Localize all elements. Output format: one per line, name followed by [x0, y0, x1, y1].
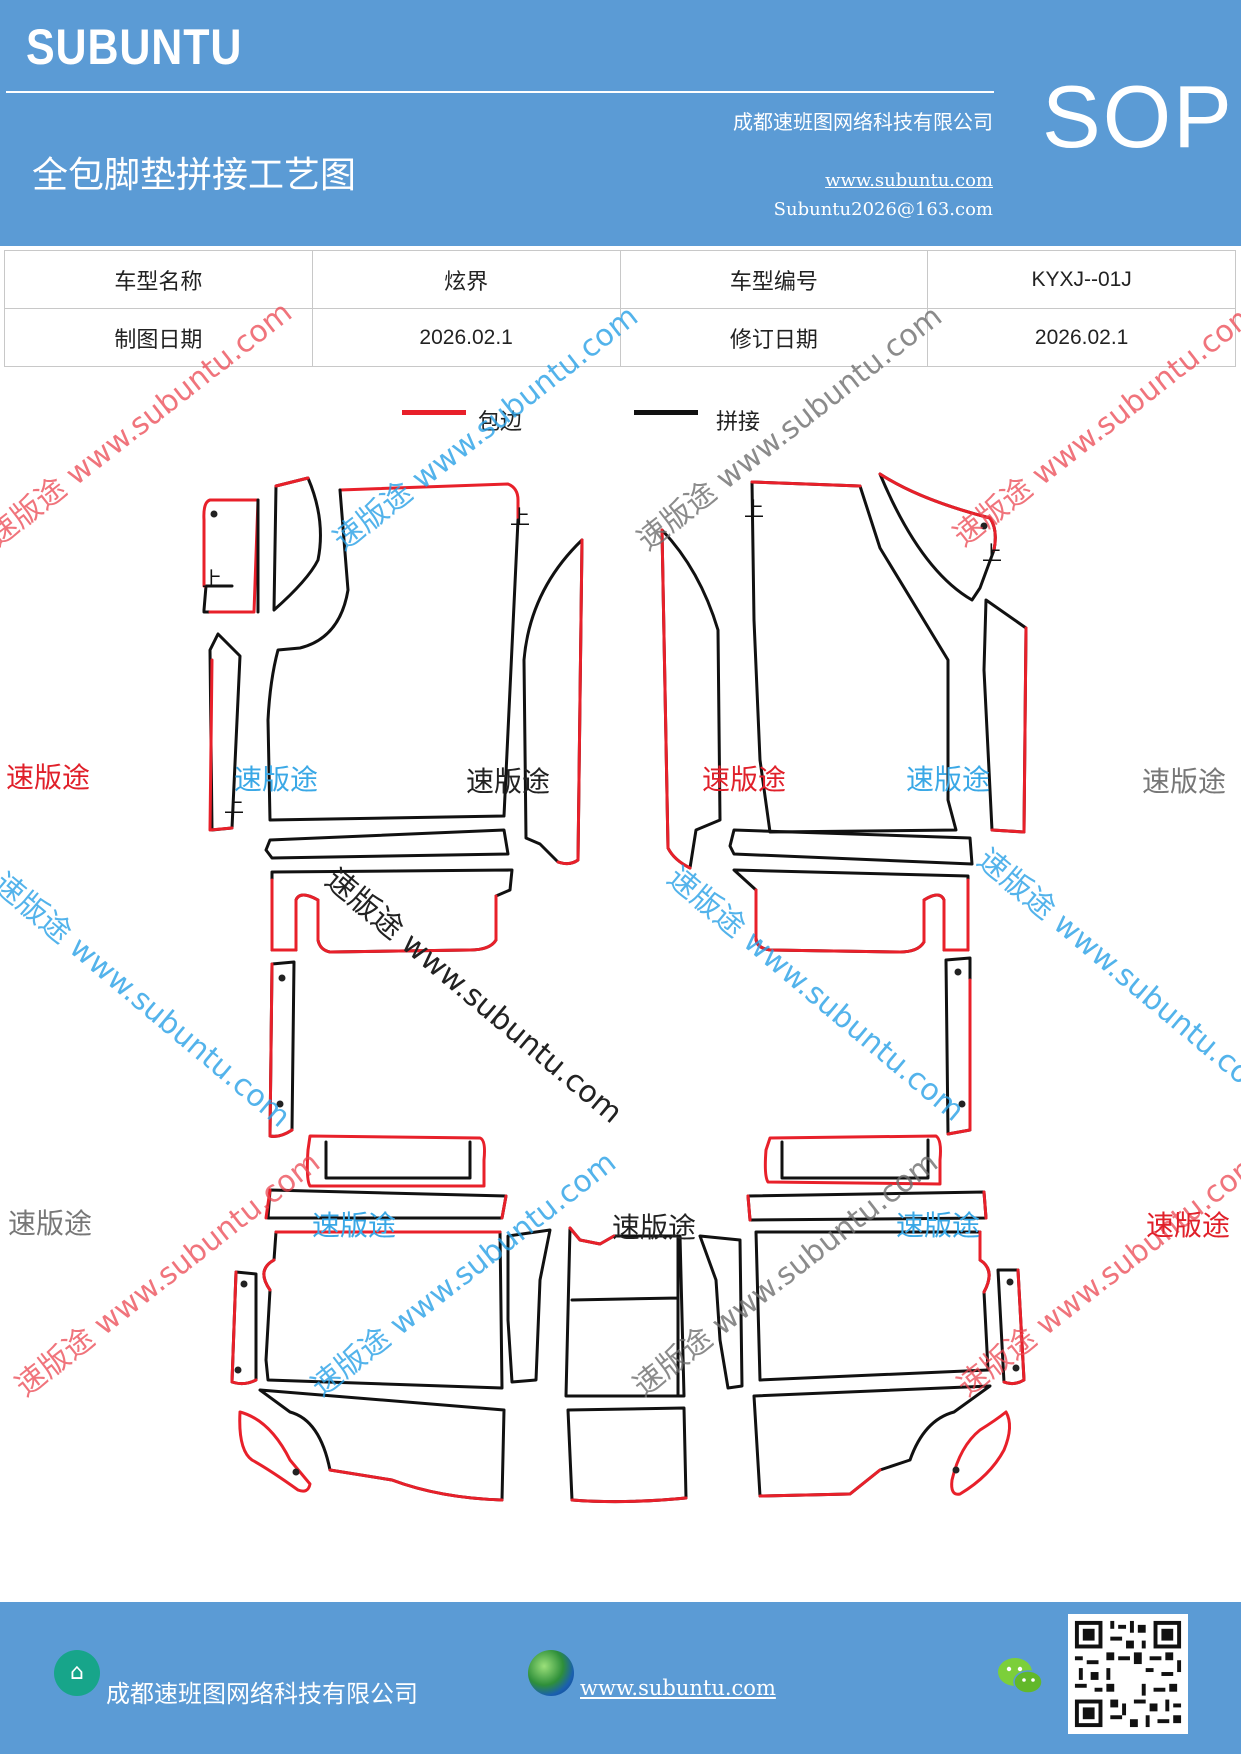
mat-piece	[946, 978, 972, 1136]
mark-up: 上	[982, 541, 1002, 565]
mat-piece	[208, 658, 234, 832]
mark-up: 上	[224, 793, 244, 817]
mark-up: 上	[202, 567, 222, 591]
mat-piece	[978, 1230, 991, 1294]
mat-piece	[268, 962, 294, 1138]
website-link[interactable]: www.subuntu.com	[825, 170, 993, 191]
label-model-code: 车型编号	[619, 250, 929, 309]
globe-icon	[528, 1650, 574, 1696]
watermark: 速版途	[702, 763, 787, 796]
rear-center-pieces	[564, 1226, 744, 1504]
watermark: 速版途	[1146, 1209, 1231, 1242]
footer-website-link[interactable]: www.subuntu.com	[580, 1676, 776, 1700]
mat-piece	[556, 538, 584, 866]
watermark: 速版途	[312, 1209, 397, 1242]
rear-left-pieces	[230, 1134, 552, 1502]
footer-company-name: 成都速班图网络科技有限公司	[106, 1680, 418, 1708]
mat-piece	[266, 488, 520, 822]
watermark: 速版途	[1142, 765, 1227, 798]
mat-piece	[750, 480, 958, 834]
watermark: 速版途	[612, 1211, 697, 1244]
front-left-pieces	[202, 476, 584, 1138]
front-right-pieces	[660, 472, 1028, 1136]
floor-mat-diagram: 上 上 上 上 上	[202, 472, 1028, 1504]
watermark: 速版途	[906, 763, 991, 796]
mat-piece	[272, 476, 322, 612]
mat-piece	[202, 584, 234, 614]
footer-banner: ⌂ 成都速班图网络科技有限公司 www.subuntu.com	[0, 1602, 1241, 1754]
mat-piece	[238, 1410, 312, 1493]
value-revise-date: 2026.02.1	[927, 308, 1236, 367]
header-divider	[6, 91, 994, 93]
watermark: 速版途	[234, 763, 319, 796]
vehicle-info-table: 车型名称 炫界 车型编号 KYXJ--01J 制图日期 2026.02.1 修订…	[4, 250, 1236, 367]
mat-piece	[258, 1388, 506, 1502]
wechat-icon[interactable]	[996, 1654, 1044, 1698]
mat-piece	[982, 598, 1028, 834]
label-revise-date: 修订日期	[619, 308, 929, 367]
company-name: 成都速班图网络科技有限公司	[733, 110, 993, 134]
mat-piece	[328, 1468, 504, 1502]
value-model-code: KYXJ--01J	[927, 250, 1236, 309]
mat-piece	[506, 1228, 552, 1384]
watermark: 速版途	[896, 1209, 981, 1242]
mat-piece	[570, 1496, 688, 1504]
watermark: 速版途	[6, 761, 91, 794]
mat-piece	[270, 878, 498, 954]
qr-code	[1068, 1614, 1188, 1734]
table-row: 制图日期 2026.02.1 修订日期 2026.02.1	[4, 308, 1236, 367]
mat-piece	[262, 1230, 502, 1292]
mounting-holes	[210, 510, 1020, 1476]
header-banner: SUBUNTU 全包脚垫拼接工艺图 成都速班图网络科技有限公司 www.subu…	[0, 0, 1241, 246]
watermark: 速版途	[466, 765, 551, 798]
mat-piece	[950, 1410, 1011, 1496]
mat-piece	[763, 1134, 942, 1186]
mat-piece	[660, 528, 692, 870]
sop-badge: SOP	[1042, 67, 1234, 166]
mark-up: 上	[744, 497, 764, 521]
label-draw-date: 制图日期	[4, 308, 313, 367]
orientation-marks: 上 上 上 上 上	[202, 497, 1002, 817]
mat-piece	[570, 1234, 680, 1398]
mark-up: 上	[510, 505, 530, 529]
mat-piece	[1002, 1268, 1026, 1386]
mat-piece	[754, 878, 970, 954]
home-icon: ⌂	[54, 1650, 100, 1696]
mat-piece	[660, 528, 722, 870]
mat-piece	[698, 1234, 744, 1390]
mat-piece	[750, 480, 862, 488]
mat-piece	[274, 476, 310, 488]
mat-piece	[338, 482, 520, 522]
mat-piece	[780, 1138, 930, 1180]
mat-piece	[264, 1188, 508, 1220]
mat-piece	[728, 828, 974, 866]
value-model-name: 炫界	[311, 250, 621, 309]
mat-piece	[202, 498, 260, 614]
rear-right-pieces	[746, 1134, 1026, 1498]
mat-piece	[264, 828, 510, 860]
mat-piece	[522, 538, 584, 866]
mat-piece	[305, 1134, 486, 1188]
watermark: 速版途	[8, 1207, 93, 1240]
mat-piece	[230, 1270, 258, 1386]
mat-piece	[566, 1406, 688, 1504]
mat-piece	[878, 472, 997, 552]
mat-piece	[746, 1190, 988, 1222]
mat-piece	[758, 1468, 882, 1498]
brand-logo: SUBUNTU	[26, 19, 243, 75]
mat-piece	[324, 1140, 472, 1180]
legend-edge-swatch	[402, 410, 466, 415]
mat-piece	[990, 626, 1028, 834]
label-model-name: 车型名称	[4, 250, 313, 309]
document-title: 全包脚垫拼接工艺图	[32, 155, 357, 196]
legend-splice-label: 拼接	[716, 410, 761, 435]
legend-splice-swatch	[634, 410, 698, 415]
email-address[interactable]: Subuntu2026@163.com	[773, 199, 993, 220]
mat-piece	[752, 1384, 992, 1498]
value-draw-date: 2026.02.1	[311, 308, 621, 367]
mat-piece	[568, 1226, 616, 1246]
legend-edge-label: 包边	[478, 410, 523, 435]
